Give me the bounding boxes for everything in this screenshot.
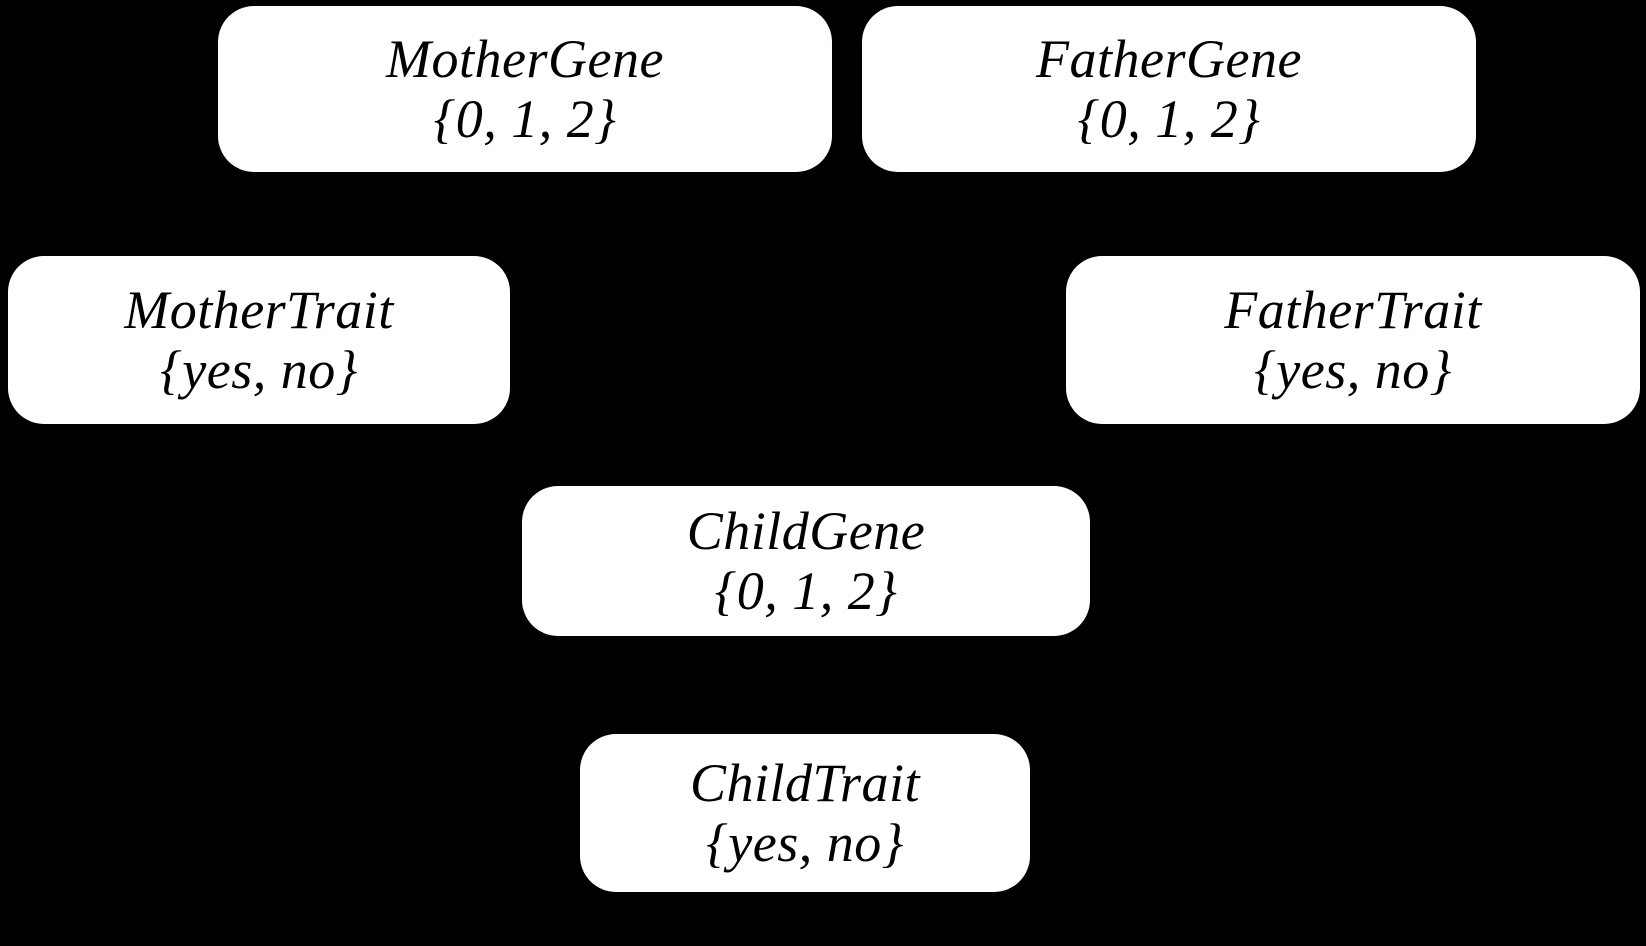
- node-mother-trait[interactable]: MotherTrait {yes, no}: [8, 256, 510, 424]
- node-father-gene[interactable]: FatherGene {0, 1, 2}: [862, 6, 1476, 172]
- node-child-trait-label: ChildTrait: [689, 752, 921, 813]
- node-child-gene-domain: {0, 1, 2}: [714, 561, 898, 621]
- node-father-trait-domain: {yes, no}: [1254, 340, 1452, 400]
- node-child-gene[interactable]: ChildGene {0, 1, 2}: [522, 486, 1090, 636]
- node-father-trait-label: FatherTrait: [1224, 279, 1482, 340]
- node-child-trait-domain: {yes, no}: [706, 813, 904, 873]
- node-mother-gene-domain: {0, 1, 2}: [433, 89, 617, 149]
- node-father-trait[interactable]: FatherTrait {yes, no}: [1066, 256, 1640, 424]
- node-mother-trait-domain: {yes, no}: [160, 340, 358, 400]
- node-father-gene-label: FatherGene: [1036, 28, 1302, 89]
- node-mother-trait-label: MotherTrait: [124, 279, 394, 340]
- node-mother-gene-label: MotherGene: [386, 28, 664, 89]
- node-mother-gene[interactable]: MotherGene {0, 1, 2}: [218, 6, 832, 172]
- node-child-gene-label: ChildGene: [686, 500, 926, 561]
- node-father-gene-domain: {0, 1, 2}: [1077, 89, 1261, 149]
- node-child-trait[interactable]: ChildTrait {yes, no}: [580, 734, 1030, 892]
